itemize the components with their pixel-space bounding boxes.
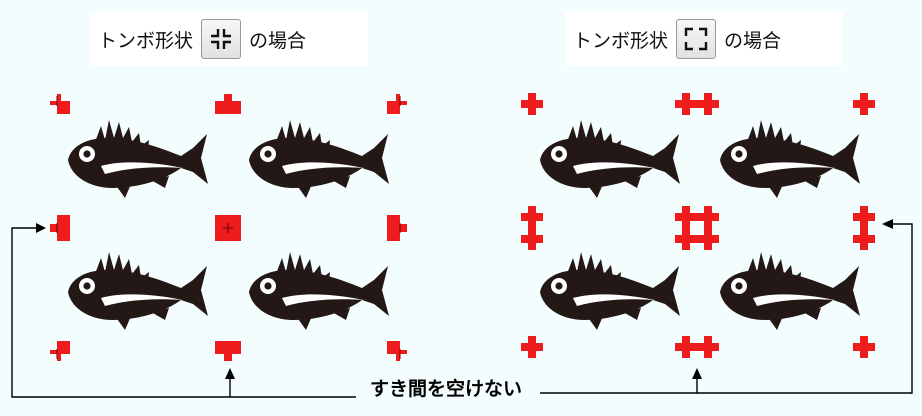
crop-mark	[853, 228, 875, 250]
crop-mark	[521, 228, 543, 250]
callout-arrows	[11, 223, 913, 398]
crop-mark	[675, 206, 697, 228]
crop-mark	[675, 336, 697, 358]
crop-mark	[853, 206, 875, 228]
arrowhead-icon	[36, 223, 46, 233]
right-fish-group	[540, 120, 860, 330]
left-caption-suffix: の場合	[249, 29, 307, 52]
right-caption-label: トンボ形状	[573, 29, 669, 52]
arrowhead-icon	[225, 368, 235, 379]
crop-mark	[521, 93, 543, 115]
crop-mark	[853, 93, 875, 115]
fish-image	[68, 252, 208, 330]
fish-image	[249, 252, 389, 330]
no-gap-note: すき間を空けない	[356, 374, 536, 401]
crop-mark	[387, 94, 407, 114]
fish-image	[540, 120, 680, 198]
crop-mark	[697, 228, 719, 250]
crop-mark	[521, 206, 543, 228]
crop-mark	[697, 206, 719, 228]
crop-mark	[697, 336, 719, 358]
fish-image	[249, 120, 389, 198]
crop-mark	[853, 336, 875, 358]
arrowhead-icon	[882, 219, 893, 229]
arrow-right-middle	[697, 223, 913, 394]
crop-mark	[521, 336, 543, 358]
left-caption: トンボ形状 の場合	[90, 12, 368, 66]
fish-image	[540, 252, 680, 330]
arrow-heads	[36, 219, 893, 379]
crop-mark	[50, 94, 70, 114]
left-cut-lines	[56, 96, 401, 359]
crop-mark	[675, 228, 697, 250]
fish-image	[720, 252, 860, 330]
inner-corner-marks-icon	[201, 19, 242, 59]
left-caption-label: トンボ形状	[98, 29, 194, 52]
arrow-right-bottom	[540, 378, 698, 394]
right-caption: トンボ形状 の場合	[565, 12, 843, 66]
outer-corner-marks-icon	[676, 19, 717, 59]
crop-mark	[387, 341, 407, 361]
arrowhead-icon	[692, 368, 702, 379]
crop-mark	[50, 341, 70, 361]
crop-mark	[675, 93, 697, 115]
fish-image	[68, 120, 208, 198]
right-caption-suffix: の場合	[724, 29, 782, 52]
fish-image	[720, 120, 860, 198]
crop-mark	[697, 93, 719, 115]
arrow-left-middle	[11, 227, 360, 398]
